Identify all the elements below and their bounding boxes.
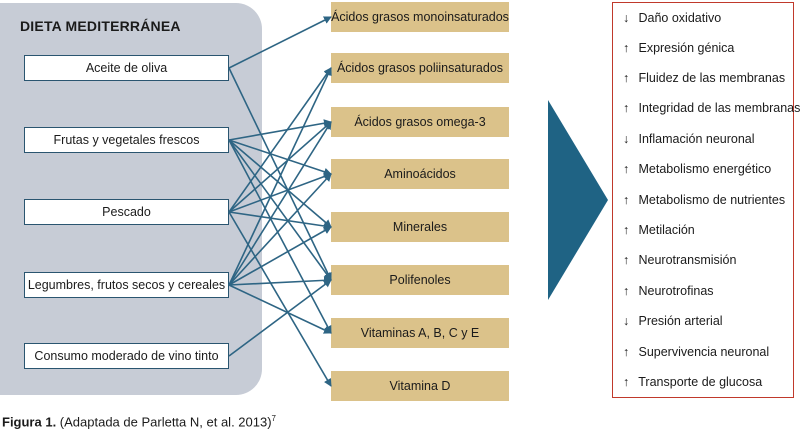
effect-item: ↑ Metabolismo de nutrientes bbox=[623, 193, 785, 207]
effect-item: ↑ Neurotrofinas bbox=[623, 284, 714, 298]
effect-arrow: ↑ bbox=[623, 223, 630, 237]
effect-arrow: ↑ bbox=[623, 41, 630, 55]
connector-arrow bbox=[228, 139, 332, 176]
connector-arrow bbox=[228, 121, 332, 213]
food-box-legumes-nuts-cereals: Legumbres, frutos secos y cereales bbox=[24, 272, 229, 298]
caption-label: Figura 1. bbox=[2, 414, 57, 430]
figure-caption: Figura 1. (Adaptada de Parletta N, et al… bbox=[2, 414, 276, 429]
connector-arrow bbox=[228, 121, 332, 286]
connector-arrow bbox=[228, 16, 332, 69]
effect-label: Metabolismo de nutrientes bbox=[638, 193, 786, 207]
effect-arrow: ↓ bbox=[623, 314, 630, 328]
effect-label: Daño oxidativo bbox=[638, 11, 722, 25]
connector-arrow bbox=[228, 67, 332, 286]
nutrient-box-minerals: Minerales bbox=[331, 212, 509, 242]
effect-arrow: ↓ bbox=[623, 11, 630, 25]
effect-arrow: ↑ bbox=[623, 253, 630, 267]
nutrient-box-vitamins: Vitaminas A, B, C y E bbox=[331, 318, 509, 348]
connector-arrow bbox=[228, 284, 332, 334]
effect-item: ↑ Expresión génica bbox=[623, 41, 734, 55]
connector-arrow bbox=[228, 67, 332, 281]
effect-arrow: ↑ bbox=[623, 162, 630, 176]
effect-item: ↑ Fluidez de las membranas bbox=[623, 71, 785, 85]
connector-arrow bbox=[228, 211, 332, 387]
effect-label: Inflamación neuronal bbox=[638, 132, 755, 146]
effect-arrow: ↑ bbox=[623, 71, 630, 85]
effect-label: Metilación bbox=[638, 223, 695, 237]
food-box-red-wine: Consumo moderado de vino tinto bbox=[24, 343, 229, 369]
nutrient-box-amino-acids: Aminoácidos bbox=[331, 159, 509, 189]
nutrient-box-omega3: Ácidos grasos omega-3 bbox=[331, 107, 509, 137]
connector-arrow bbox=[228, 139, 332, 281]
caption-ref: 7 bbox=[271, 414, 276, 423]
connector-arrow bbox=[228, 119, 332, 141]
nutrient-box-polyphenols: Polifenoles bbox=[331, 265, 509, 295]
connector-arrow bbox=[228, 279, 332, 357]
effect-label: Neurotrofinas bbox=[638, 284, 714, 298]
connector-arrow bbox=[228, 276, 332, 286]
nutrient-box-polyunsaturated: Ácidos grasos poliinsaturados bbox=[331, 53, 509, 83]
connector-arrow bbox=[228, 139, 332, 228]
effect-item: ↓ Daño oxidativo bbox=[623, 11, 721, 25]
effect-arrow: ↑ bbox=[623, 345, 630, 359]
effect-label: Metabolismo energético bbox=[638, 162, 772, 176]
effect-arrow: ↑ bbox=[623, 193, 630, 207]
diet-title: DIETA MEDITERRÁNEA bbox=[20, 18, 181, 34]
effect-label: Presión arterial bbox=[638, 314, 723, 328]
connector-arrow bbox=[228, 226, 332, 286]
effect-item: ↑ Transporte de glucosa bbox=[623, 375, 762, 389]
food-box-fish: Pescado bbox=[24, 199, 229, 225]
food-box-fruits-vegetables: Frutas y vegetales frescos bbox=[24, 127, 229, 153]
effect-label: Integridad de las membranas bbox=[638, 101, 800, 115]
connector-arrow bbox=[228, 211, 332, 230]
effect-item: ↑ Metabolismo energético bbox=[623, 162, 771, 176]
effect-label: Transporte de glucosa bbox=[638, 375, 763, 389]
effect-label: Supervivencia neuronal bbox=[638, 345, 770, 359]
connector-arrow bbox=[228, 172, 332, 213]
effect-label: Neurotransmisión bbox=[638, 253, 737, 267]
nutrient-box-monounsaturated: Ácidos grasos monoinsaturados bbox=[331, 2, 509, 32]
food-box-olive-oil: Aceite de oliva bbox=[24, 55, 229, 81]
effect-item: ↓ Inflamación neuronal bbox=[623, 132, 755, 146]
effect-item: ↑ Integridad de las membranas bbox=[623, 101, 800, 115]
effect-item: ↑ Neurotransmisión bbox=[623, 253, 736, 267]
effect-label: Fluidez de las membranas bbox=[638, 71, 786, 85]
effect-arrow: ↑ bbox=[623, 375, 630, 389]
effect-label: Expresión génica bbox=[638, 41, 735, 55]
effect-arrow: ↑ bbox=[623, 284, 630, 298]
effect-arrow: ↓ bbox=[623, 132, 630, 146]
effect-item: ↓ Presión arterial bbox=[623, 314, 723, 328]
nutrient-box-vitamin-d: Vitamina D bbox=[331, 371, 509, 401]
connector-arrow bbox=[228, 139, 332, 334]
effects-box: ↓ Daño oxidativo ↑ Expresión génica ↑ Fl… bbox=[612, 2, 800, 398]
connector-arrow bbox=[228, 67, 332, 213]
big-arrow-icon bbox=[548, 100, 608, 300]
effect-arrow: ↑ bbox=[623, 101, 630, 115]
caption-text: (Adaptada de Parletta N, et al. 2013) bbox=[56, 414, 272, 430]
connector-arrow bbox=[228, 173, 332, 286]
effect-item: ↑ Metilación bbox=[623, 223, 695, 237]
effect-item: ↑ Supervivencia neuronal bbox=[623, 345, 769, 359]
